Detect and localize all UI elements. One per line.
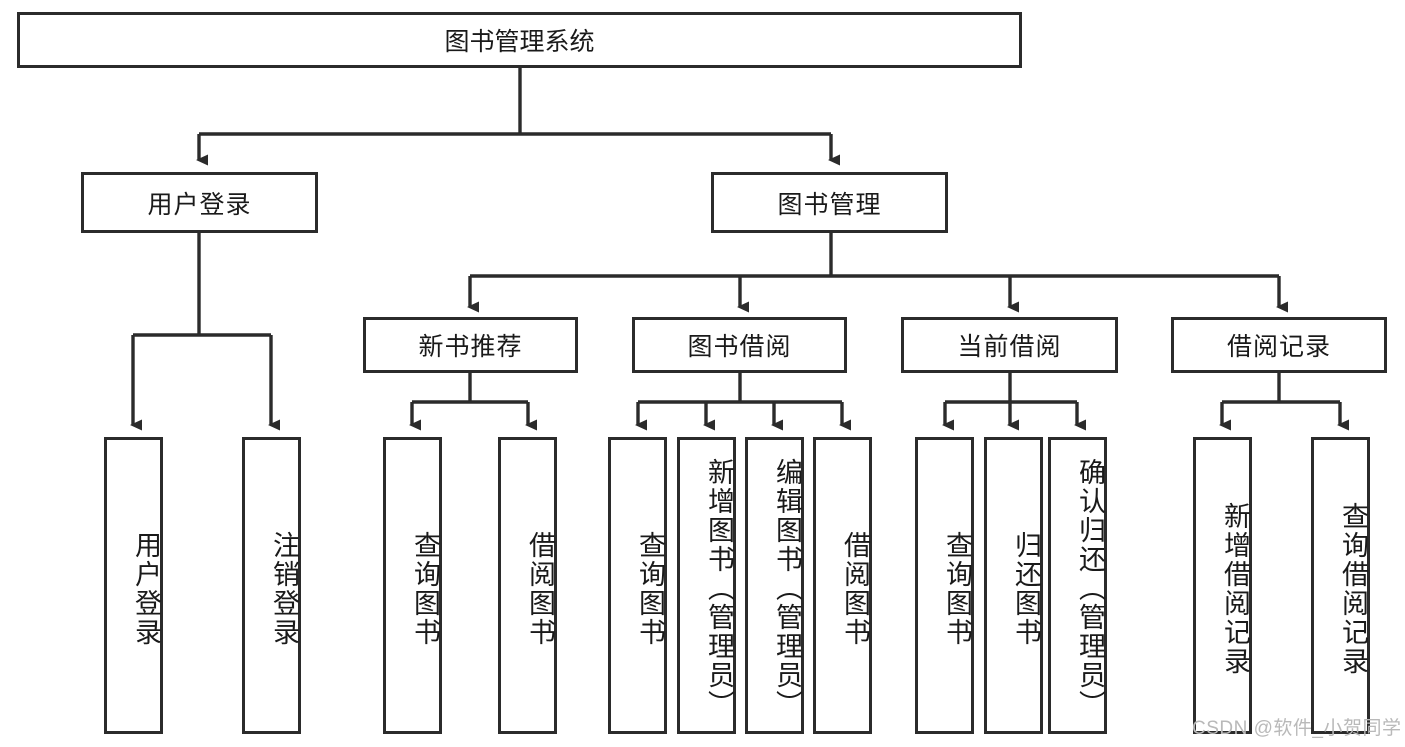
node-leaf-user-login[interactable]: 用户登录 [104, 437, 163, 734]
node-leaf-query-book-recommend[interactable]: 查询图书 [383, 437, 442, 734]
node-leaf-add-book-admin[interactable]: 新增图书（管理员） [677, 437, 736, 734]
node-current-borrow[interactable]: 当前借阅 [901, 317, 1118, 373]
node-label: 图书管理 [777, 190, 882, 219]
node-book-management[interactable]: 图书管理 [711, 172, 948, 233]
node-label: 图书借阅 [687, 333, 792, 361]
node-label: 当前借阅 [957, 333, 1062, 361]
node-leaf-borrow-book[interactable]: 借阅图书 [813, 437, 872, 734]
node-leaf-query-borrow-record[interactable]: 查询借阅记录 [1311, 437, 1370, 734]
node-leaf-logout-login[interactable]: 注销登录 [242, 437, 301, 734]
node-leaf-edit-book-admin[interactable]: 编辑图书（管理员） [745, 437, 804, 734]
node-label: 借阅图书 [840, 530, 870, 647]
node-label: 查询图书 [410, 530, 440, 647]
node-label: 图书管理系统 [444, 28, 595, 56]
node-leaf-return-book[interactable]: 归还图书 [984, 437, 1043, 734]
node-leaf-borrow-book-recommend[interactable]: 借阅图书 [498, 437, 557, 734]
node-label: 查询图书 [635, 530, 665, 647]
node-user-login[interactable]: 用户登录 [81, 172, 318, 233]
node-label: 借阅图书 [525, 530, 555, 647]
node-borrow-record[interactable]: 借阅记录 [1171, 317, 1387, 373]
node-label: 注销登录 [269, 530, 299, 647]
node-leaf-confirm-return-admin[interactable]: 确认归还（管理员） [1048, 437, 1107, 734]
node-label: 借阅记录 [1226, 333, 1331, 361]
node-root-book-management-system[interactable]: 图书管理系统 [17, 12, 1022, 68]
node-label: 新增图书（管理员） [704, 458, 734, 719]
node-label: 用户登录 [147, 190, 252, 219]
node-label: 用户登录 [131, 530, 161, 647]
node-leaf-add-borrow-record[interactable]: 新增借阅记录 [1193, 437, 1252, 734]
node-label: 新增借阅记录 [1220, 501, 1250, 676]
node-label: 查询借阅记录 [1338, 501, 1368, 676]
node-new-book-recommend[interactable]: 新书推荐 [363, 317, 578, 373]
node-label: 编辑图书（管理员） [772, 458, 802, 719]
node-label: 归还图书 [1011, 530, 1041, 647]
node-leaf-query-book-current[interactable]: 查询图书 [915, 437, 974, 734]
watermark: CSDN @软件_小贺同学 [1192, 718, 1402, 739]
node-book-borrow[interactable]: 图书借阅 [632, 317, 847, 373]
node-label: 确认归还（管理员） [1075, 458, 1105, 719]
node-label: 查询图书 [942, 530, 972, 647]
node-leaf-query-book-borrow[interactable]: 查询图书 [608, 437, 667, 734]
node-label: 新书推荐 [418, 333, 523, 361]
